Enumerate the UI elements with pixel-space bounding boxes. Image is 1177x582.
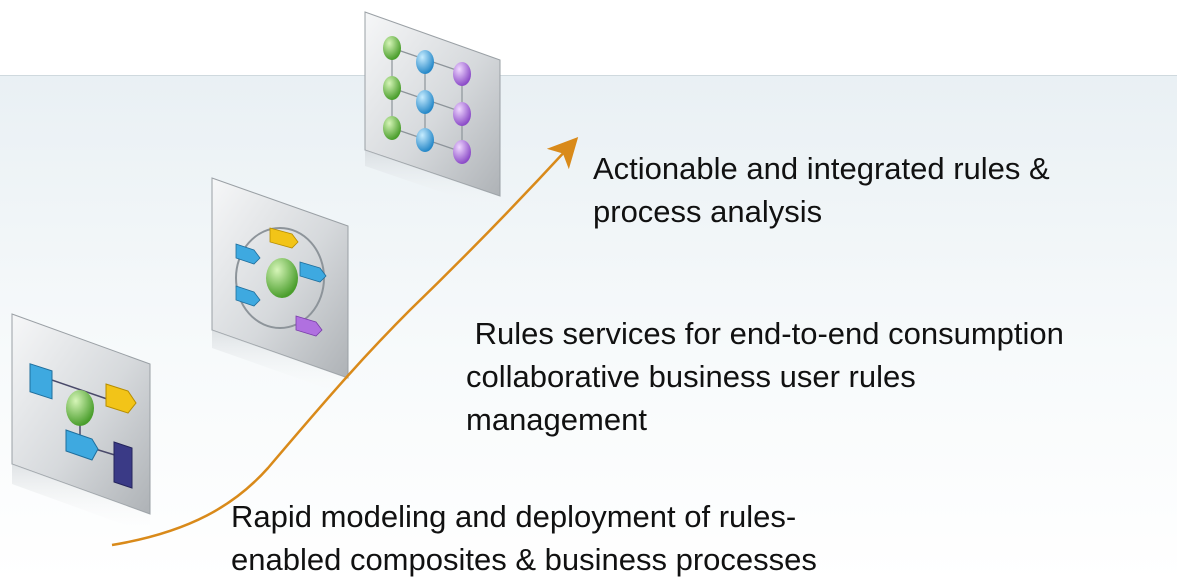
step-3-line-2: process analysis bbox=[593, 194, 823, 229]
step-1-line-2: enabled composites & business processes bbox=[231, 542, 817, 577]
step-1-text: Rapid modeling and deployment of rules- … bbox=[231, 495, 817, 581]
cycle-icon bbox=[211, 177, 349, 396]
divider-line bbox=[0, 75, 1177, 76]
growth-arrow bbox=[111, 136, 579, 547]
step-2-line-2: collaborative business user rules bbox=[466, 359, 916, 394]
step-1-line-1: Rapid modeling and deployment of rules- bbox=[231, 499, 797, 534]
step-2-text: Rules services for end-to-end consumptio… bbox=[466, 312, 1064, 441]
flowchart-icon bbox=[11, 313, 151, 534]
step-2-line-3: management bbox=[466, 402, 647, 437]
step-3-line-1: Actionable and integrated rules & bbox=[593, 151, 1050, 186]
step-2-line-1: Rules services for end-to-end consumptio… bbox=[466, 316, 1064, 351]
background-panel bbox=[0, 75, 1177, 582]
matrix-icon bbox=[364, 11, 501, 212]
step-3-text: Actionable and integrated rules & proces… bbox=[593, 147, 1050, 233]
